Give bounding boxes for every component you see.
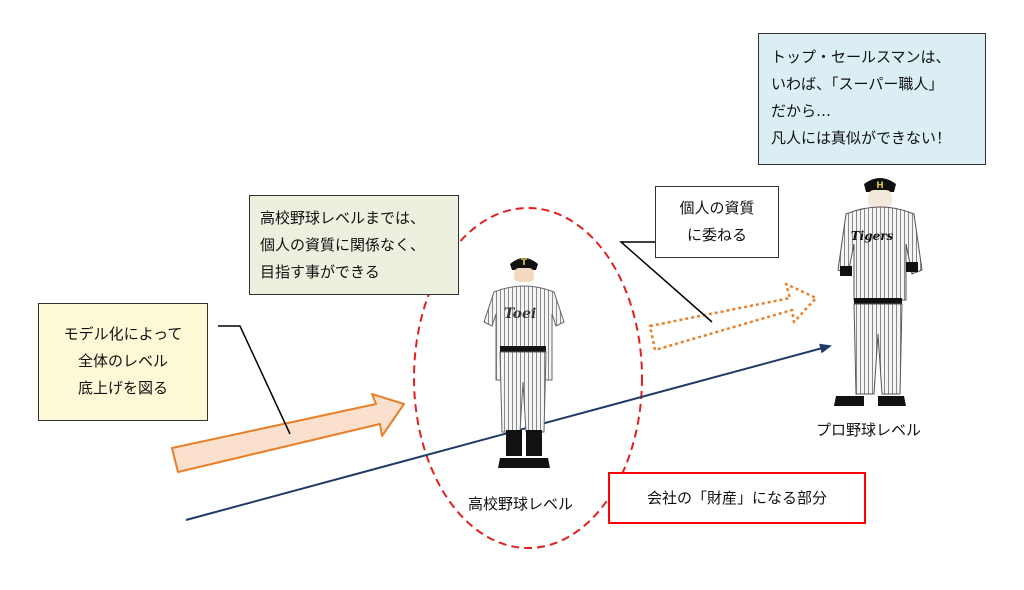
highschool-note-line-1: 高校野球レベルまでは、 [260, 209, 426, 227]
company-asset-text: 会社の「財産」になる部分 [646, 489, 827, 507]
model-note: モデル化によって 全体のレベル 底上げを図る [38, 303, 208, 421]
model-note-line-2: 全体のレベル [77, 352, 168, 370]
highschool-cap-letter: T [521, 258, 528, 268]
pro-level-label: プロ野球レベル [816, 421, 922, 439]
top-sales-note: トップ・セールスマンは、 いわば、「スーパー職人」 だから… 凡人には真似ができ… [758, 33, 986, 165]
top-sales-line-4: 凡人には真似ができない！ [771, 129, 952, 147]
model-callout-line [218, 325, 291, 435]
personal-quality-arrow [648, 282, 818, 352]
pro-chest-text: Tigers [851, 229, 894, 243]
highschool-level-ellipse [413, 207, 643, 549]
highschool-note: 高校野球レベルまでは、 個人の資質に関係なく、 目指す事ができる [249, 195, 459, 295]
top-sales-line-1: トップ・セールスマンは、 [771, 48, 951, 66]
highschool-level-label: 高校野球レベル [468, 495, 574, 513]
highschool-note-line-2: 個人の資質に関係なく、 [260, 236, 426, 254]
top-sales-line-2: いわば、「スーパー職人」 [771, 75, 944, 93]
top-sales-line-3: だから… [771, 102, 832, 120]
pro-cap-letter: H [876, 181, 884, 191]
highschool-player-illustration: T Toei [483, 258, 565, 468]
personal-quality-note: 個人の資質 に委ねる [655, 186, 779, 258]
model-arrow [171, 393, 405, 473]
model-note-line-1: モデル化によって [63, 325, 183, 343]
highschool-chest-text: Toei [504, 306, 536, 322]
personal-quality-line-1: 個人の資質 [679, 199, 755, 217]
personal-callout-line [619, 241, 713, 323]
company-asset-note: 会社の「財産」になる部分 [608, 472, 866, 524]
personal-quality-line-2: に委ねる [686, 226, 747, 244]
highschool-note-line-3: 目指す事ができる [260, 263, 380, 281]
model-note-line-3: 底上げを図る [77, 379, 168, 397]
pro-player-illustration: H Tigers [834, 178, 923, 406]
